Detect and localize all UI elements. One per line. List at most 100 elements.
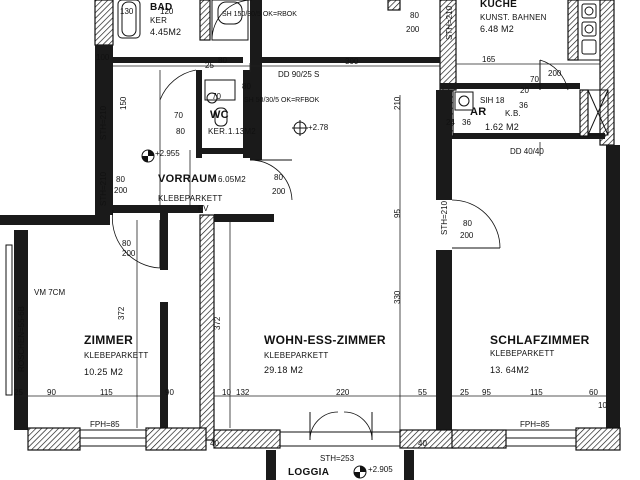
dim-label: 165	[482, 55, 496, 64]
room-name-vorraum: VORRAUM	[158, 173, 217, 185]
note-dd-right: DD 40/40	[510, 147, 544, 156]
dim-label: 80	[176, 127, 185, 136]
dim-label: 10	[222, 388, 231, 397]
dim-label: 200	[406, 25, 420, 34]
room-area-wohn: 29.18 M2	[264, 365, 304, 375]
note-left-vertical: ROSCHEN=55-6B	[17, 305, 26, 372]
room-name-loggia: LOGGIA	[288, 467, 330, 478]
room-floor-vorraum: KLEBEPARKETT	[158, 194, 223, 203]
door-swings	[112, 0, 569, 441]
room-area-vorraum: 6.05M2	[218, 175, 246, 184]
wc-room	[196, 70, 250, 158]
dim-label-vertical: 372	[213, 316, 222, 330]
note-sih: SIH 18	[480, 96, 505, 105]
room-floor-bad: KER	[150, 16, 168, 25]
note-sth-left-v: STH=210	[99, 171, 108, 206]
note-vm: VM 7CM	[34, 288, 66, 297]
room-name-wohn: WOHN-ESS-ZIMMER	[264, 333, 386, 347]
dim-label: 80	[463, 219, 472, 228]
room-area-kueche: 6.48 M2	[480, 24, 514, 34]
dim-label: 10	[598, 401, 607, 410]
dim-label: 36	[462, 118, 471, 127]
dim-label: 70	[530, 75, 539, 84]
dim-label: 40	[418, 439, 427, 448]
dim-label: 25	[460, 388, 469, 397]
dim-label-vertical: 150	[119, 96, 128, 110]
note-sh-wc: SH 50/30/5 OK=RFBOK	[244, 97, 320, 104]
room-name-kueche: KÜCHE	[480, 0, 518, 10]
dim-label: 200	[122, 249, 136, 258]
dim-label: 60	[589, 388, 598, 397]
level-markers	[141, 120, 367, 479]
room-name-ar: AR	[470, 106, 487, 118]
room-floor-kueche: KUNST. BAHNEN	[480, 13, 547, 22]
walls-main	[0, 45, 621, 480]
room-floor-wc: KER.	[208, 127, 228, 136]
room-area-bad: 4.45M2	[150, 27, 182, 37]
level-3: +2.905	[368, 465, 393, 474]
room-floor-vorraum-fv: FV	[198, 204, 209, 213]
room-area-schlaf: 13. 64M2	[490, 365, 530, 375]
dim-label: 220	[336, 388, 350, 397]
note-fph-right: FPH=85	[520, 420, 550, 429]
note-sth-vorraum-v: STH=210	[99, 105, 108, 140]
bath-sink	[211, 0, 249, 41]
dim-label-vertical: 210	[393, 96, 402, 110]
note-dd-top: DD 90/25 S	[278, 70, 320, 79]
dim-label: 130	[120, 7, 134, 16]
dim-label: 20	[520, 86, 529, 95]
dim-label: 200	[548, 69, 562, 78]
note-sth-right-v: STH=210	[440, 200, 449, 235]
dim-label: 40	[210, 439, 219, 448]
room-name-wc: WC	[210, 109, 229, 121]
dim-label: 55	[418, 388, 427, 397]
dim-label: 120	[160, 7, 174, 16]
dim-label-vertical: 95	[393, 209, 402, 218]
dim-label-vertical: 330	[393, 290, 402, 304]
room-floor-schlaf: KLEBEPARKETT	[490, 349, 555, 358]
note-sth-kueche: STH=210	[445, 5, 454, 40]
bathtub	[117, 0, 141, 39]
dim-label: 80	[122, 239, 131, 248]
room-floor-ar: K.B.	[505, 109, 521, 118]
note-sth-loggia: STH=253	[320, 454, 355, 463]
dim-label: 300	[345, 57, 359, 66]
dim-label: 115	[100, 388, 113, 397]
dim-label: 25	[205, 61, 214, 70]
dim-label: 200	[272, 187, 286, 196]
dim-label: 100	[96, 53, 110, 62]
room-name-schlaf: SCHLAFZIMMER	[490, 333, 590, 347]
dim-label: 80	[410, 11, 419, 20]
dim-label: 80	[242, 82, 251, 91]
note-sh-bad: SH 150/30/5 OK=RBOK	[222, 11, 297, 18]
dim-label: 24	[446, 118, 455, 127]
dim-label: 95	[482, 388, 491, 397]
level-2: +2.78	[308, 123, 329, 132]
dim-label: 25	[14, 388, 23, 397]
dim-label: 90	[47, 388, 56, 397]
kitchen-counter	[577, 0, 601, 61]
dim-label: 80	[274, 173, 283, 182]
dim-label: 200	[114, 186, 128, 195]
dim-label: 132	[236, 388, 250, 397]
room-name-zimmer: ZIMMER	[84, 333, 134, 347]
level-1: +2.955	[155, 149, 180, 158]
room-area-wc: 1.13M2	[228, 127, 256, 136]
dim-label-vertical: 372	[117, 306, 126, 320]
room-floor-zimmer: KLEBEPARKETT	[84, 351, 149, 360]
room-name-bad: BAD	[150, 2, 173, 13]
room-area-ar: 1.62 M2	[485, 122, 519, 132]
room-floor-wohn: KLEBEPARKETT	[264, 351, 329, 360]
dim-label: 36	[519, 101, 528, 110]
dim-label: 90	[165, 388, 174, 397]
note-fph-left: FPH=85	[90, 420, 120, 429]
room-area-zimmer: 10.25 M2	[84, 367, 124, 377]
dim-label: 200	[460, 231, 474, 240]
dim-label: 80	[116, 175, 125, 184]
dimension-lines	[20, 63, 606, 430]
dim-label: 80	[218, 56, 227, 65]
dim-label: 70	[174, 111, 183, 120]
dim-label: 115	[530, 388, 543, 397]
dim-label: 70	[212, 92, 221, 101]
